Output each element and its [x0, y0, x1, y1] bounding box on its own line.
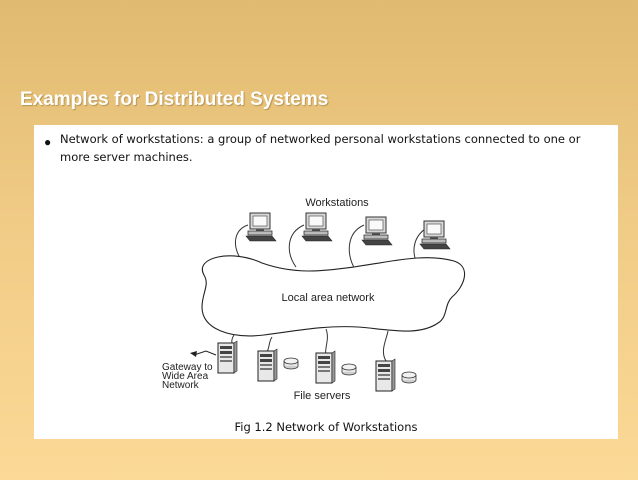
workstations-label: Workstations	[305, 197, 369, 209]
bullet-text: Network of workstations: a group of netw…	[60, 132, 581, 164]
file-servers-label: File servers	[294, 390, 351, 402]
workstation-icon	[301, 212, 333, 242]
disk-icon	[401, 371, 417, 384]
bullet-marker: ●	[44, 135, 52, 149]
server-icon	[375, 358, 396, 392]
server-icon	[257, 348, 278, 382]
server-icon	[315, 350, 336, 384]
workstation-icon	[245, 212, 277, 242]
gateway-label: Gateway to Wide Area Network	[162, 362, 215, 391]
workstation-icon	[361, 216, 393, 246]
figure-caption: Fig 1.2 Network of Workstations	[234, 420, 418, 434]
disk-icon	[341, 363, 357, 376]
disk-icon	[283, 357, 299, 370]
gateway-label-line: Wide Area	[162, 371, 209, 382]
workstation-icon	[419, 220, 451, 250]
network-diagram: Workstations Local area network	[162, 197, 465, 402]
server-icon	[217, 340, 238, 374]
lan-cloud	[201, 255, 465, 337]
slide-title: Examples for Distributed Systems	[20, 89, 329, 110]
lan-label: Local area network	[282, 292, 375, 304]
content-panel: ● Network of workstations: a group of ne…	[34, 125, 618, 439]
gateway-label-line: Network	[162, 380, 200, 391]
gateway-label-line: Gateway to	[162, 362, 213, 373]
gateway-arrow-icon	[190, 350, 217, 357]
